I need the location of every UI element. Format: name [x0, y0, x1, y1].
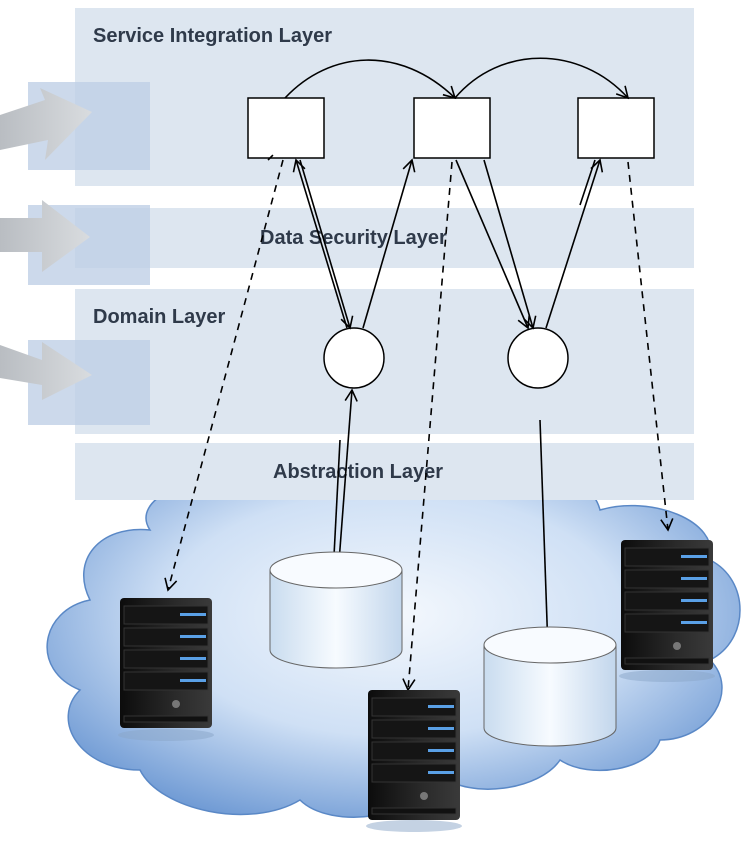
- domain-label: Domain Layer: [93, 306, 225, 328]
- abstraction-band: [75, 443, 694, 500]
- database-2: [483, 626, 617, 747]
- service-box-1: [247, 97, 325, 159]
- incoming-arrow-2: [0, 200, 150, 285]
- service-integration-label: Service Integration Layer: [93, 25, 332, 47]
- data-security-label: Data Security Layer: [260, 227, 447, 249]
- service-box-3: [577, 97, 655, 159]
- server-3: [619, 539, 715, 682]
- domain-object-1: [323, 327, 385, 389]
- database-1: [269, 551, 403, 669]
- domain-object-2: [507, 327, 569, 389]
- server-1: [118, 597, 214, 741]
- abstraction-label: Abstraction Layer: [273, 461, 443, 483]
- server-2: [366, 689, 462, 832]
- incoming-arrow-3: [0, 340, 150, 425]
- service-server-connectors: [164, 154, 674, 692]
- flow-arrow-1-to-2: [284, 59, 457, 100]
- service-box-2: [413, 97, 491, 159]
- service-domain-connectors: [292, 158, 604, 330]
- data-security-band: [75, 208, 694, 268]
- incoming-arrow-1: [0, 82, 150, 170]
- flow-arrow-2-to-3: [454, 57, 630, 100]
